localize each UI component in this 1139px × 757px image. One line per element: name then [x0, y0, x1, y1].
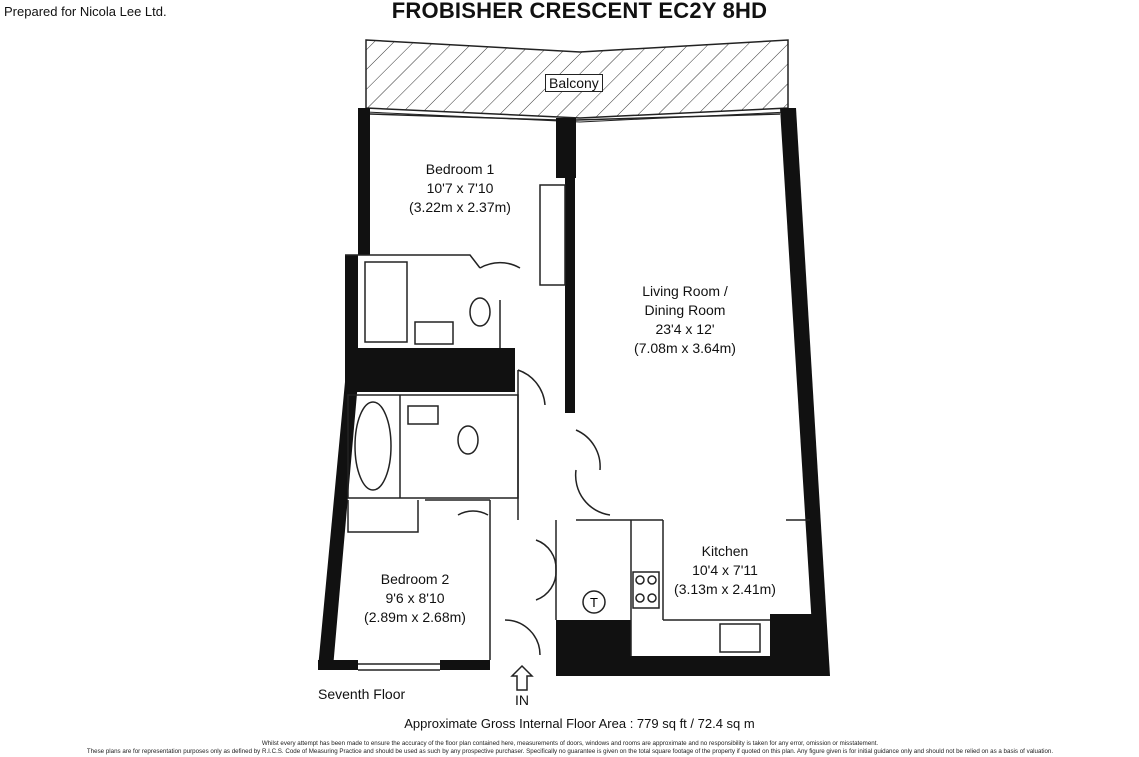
exterior-walls: [318, 108, 830, 676]
bedroom2-imperial: 9'6 x 8'10: [385, 590, 445, 606]
interior-walls: [345, 113, 810, 691]
thermostat-label: T: [590, 595, 598, 610]
bedroom2-name: Bedroom 2: [380, 571, 450, 587]
kitchen-metric: (3.13m x 2.41m): [674, 581, 776, 597]
bedroom1-imperial: 10'7 x 7'10: [426, 180, 494, 196]
disclaimer-line2: These plans are for representation purpo…: [86, 748, 1054, 755]
disclaimer-line1: Whilst every attempt has been made to en…: [261, 740, 879, 747]
thermostat-icon: T: [582, 590, 606, 614]
balcony-label: Balcony: [545, 74, 603, 92]
living-room-label: Living Room / Dining Room 23'4 x 12' (7.…: [610, 282, 760, 358]
bedroom1-label: Bedroom 1 10'7 x 7'10 (3.22m x 2.37m): [395, 160, 525, 217]
disclaimer: Whilst every attempt has been made to en…: [8, 740, 1132, 756]
entrance-label: IN: [515, 692, 529, 708]
living-room-name-line1: Living Room /: [642, 283, 728, 299]
page-title: FROBISHER CRESCENT EC2Y 8HD: [391, 0, 768, 23]
bedroom2-label: Bedroom 2 9'6 x 8'10 (2.89m x 2.68m): [350, 570, 480, 627]
bedroom1-name: Bedroom 1: [425, 161, 495, 177]
kitchen-label: Kitchen 10'4 x 7'11 (3.13m x 2.41m): [660, 542, 790, 599]
living-room-imperial: 23'4 x 12': [655, 321, 715, 337]
floor-area-text: Approximate Gross Internal Floor Area : …: [404, 716, 755, 731]
bedroom1-metric: (3.22m x 2.37m): [409, 199, 511, 215]
kitchen-imperial: 10'4 x 7'11: [692, 562, 758, 578]
prepared-for-label: Prepared for Nicola Lee Ltd.: [4, 4, 167, 19]
living-room-name-line2: Dining Room: [644, 302, 726, 318]
living-room-metric: (7.08m x 3.64m): [634, 340, 736, 356]
floor-label: Seventh Floor: [318, 686, 406, 702]
bedroom2-metric: (2.89m x 2.68m): [364, 609, 466, 625]
kitchen-name: Kitchen: [701, 543, 749, 559]
